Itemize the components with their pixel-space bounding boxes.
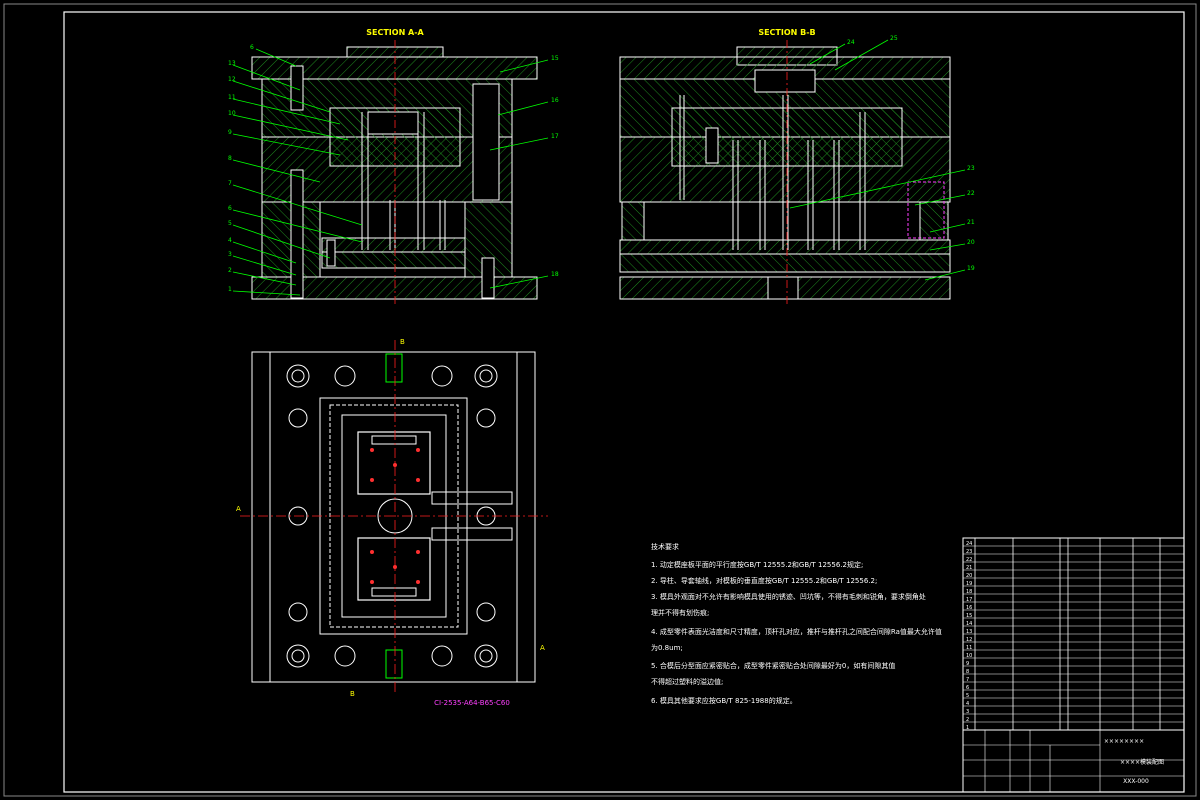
- bom-row-number: 21: [966, 565, 972, 571]
- aa-label: 5: [228, 220, 232, 227]
- aa-label: 6: [250, 44, 254, 51]
- aa-label: 10: [228, 110, 236, 117]
- aa-label: 16: [551, 97, 559, 104]
- tech-req-item: 6. 模具其他要求应按GB/T 825-1988的规定。: [651, 696, 797, 705]
- aa-label: 9: [228, 129, 232, 136]
- section-bb-view: SECTION B-B: [619, 28, 975, 305]
- section-aa-title: SECTION A-A: [366, 28, 424, 37]
- section-mark-b-bottom: B: [350, 690, 355, 698]
- cavity-lower: [357, 537, 431, 601]
- bom-row-number: 4: [966, 701, 969, 707]
- bom-row-number: 7: [966, 677, 969, 683]
- bottom-clamp-plate-aa: [251, 276, 538, 300]
- section-mark-b-top: B: [400, 338, 405, 346]
- bom-row-number: 1: [966, 725, 969, 731]
- leader-labels-bb: 24 25 23 22 21 20 19: [847, 35, 975, 272]
- drawing-code: XXX-000: [1123, 778, 1149, 785]
- section-mark-a-left: A: [236, 505, 241, 513]
- bom-row-number: 2: [966, 717, 969, 723]
- bom-row-number: 18: [966, 589, 972, 595]
- tech-req-item: 5. 合模后分型面应紧密贴合，成型零件紧密贴合处间隙最好为0，如有间隙其值: [651, 661, 895, 670]
- tech-req-item: 为0.8um;: [651, 643, 683, 652]
- leader-labels-left-aa: 6 13 12 11 10 9 8 7 6 5 4 3 2 1: [228, 44, 254, 293]
- drawing-border: [63, 11, 1185, 793]
- section-bb-title: SECTION B-B: [758, 28, 815, 37]
- bom-row-number: 15: [966, 613, 972, 619]
- aa-label: 8: [228, 155, 232, 162]
- title-block: ×××××××× ××××模装配图 XXX-000: [962, 729, 1185, 793]
- tech-req-heading: 技术要求: [651, 542, 679, 551]
- aa-label: 4: [228, 237, 232, 244]
- bill-of-materials: 24 23 22 21 20 19 18 17 16 15 14 13 12 1…: [962, 537, 1185, 731]
- bom-row-number: 17: [966, 597, 972, 603]
- bb-label: 21: [967, 219, 975, 226]
- ejector-retainer-aa: [321, 237, 466, 253]
- aa-label: 1: [228, 286, 232, 293]
- bom-row-number: 16: [966, 605, 972, 611]
- leader-labels-right-aa: 15 16 17 18: [551, 55, 559, 278]
- bom-row-number: 9: [966, 661, 969, 667]
- bom-row-number: 20: [966, 573, 972, 579]
- bom-row-number: 8: [966, 669, 969, 675]
- cavity-upper: [357, 431, 431, 495]
- bom-row-number: 14: [966, 621, 972, 627]
- bom-row-number: 22: [966, 557, 972, 563]
- bb-label: 20: [967, 239, 975, 246]
- aa-label: 13: [228, 60, 236, 67]
- bom-row-number: 6: [966, 685, 969, 691]
- tech-req-item: 不得超过塑料的溢边值;: [651, 677, 723, 686]
- aa-label: 2: [228, 267, 232, 274]
- bom-row-number: 13: [966, 629, 972, 635]
- tech-req-item: 理并不得有划伤痕;: [651, 608, 709, 617]
- technical-requirements: 技术要求 1. 动定模座板平面的平行度按GB/T 12555.2和GB/T 12…: [651, 542, 942, 705]
- drawing-name: ××××模装配图: [1120, 758, 1164, 766]
- bom-row-number: 23: [966, 549, 972, 555]
- section-aa-view: SECTION A-A: [228, 28, 559, 305]
- bom-row-number: 10: [966, 653, 972, 659]
- aa-label: 15: [551, 55, 559, 62]
- drawing-number: CI-2535-A64-B65-C60: [434, 699, 510, 707]
- tech-req-item: 1. 动定模座板平面的平行度按GB/T 12555.2和GB/T 12556.2…: [651, 560, 863, 569]
- plan-view: B B A A CI-2535-A64-B65-C60: [236, 338, 548, 707]
- aa-label: 12: [228, 76, 236, 83]
- ejector-plate-aa: [321, 251, 466, 269]
- bom-row-number: 3: [966, 709, 969, 715]
- bom-row-number: 11: [966, 645, 972, 651]
- bom-row-number: 19: [966, 581, 972, 587]
- bom-row-number: 12: [966, 637, 972, 643]
- bb-label: 23: [967, 165, 975, 172]
- tech-req-item: 3. 模具外观面对不允许有影响模具使用的锈迹、凹坑等，不得有毛刺和锐角，要求倒角…: [651, 592, 926, 601]
- bb-label: 19: [967, 265, 975, 272]
- company-name: ××××××××: [1104, 738, 1144, 745]
- aa-label: 11: [228, 94, 236, 101]
- section-mark-a-right: A: [540, 644, 545, 652]
- outer-sheet-frame: [3, 3, 1197, 797]
- aa-label: 18: [551, 271, 559, 278]
- bom-row-number: 5: [966, 693, 969, 699]
- tech-req-item: 4. 成型零件表面光洁度和尺寸精度，顶杆孔对应，推杆与推杆孔之间配合间隙Ra值最…: [651, 627, 942, 636]
- aa-label: 3: [228, 251, 232, 258]
- bb-label: 25: [890, 35, 898, 42]
- aa-label: 7: [228, 180, 232, 187]
- aa-label: 17: [551, 133, 559, 140]
- aa-label: 6: [228, 205, 232, 212]
- bb-label: 24: [847, 39, 855, 46]
- bom-row-number: 24: [966, 541, 972, 547]
- tech-req-item: 2. 导柱、导套轴线，对模板的垂直度按GB/T 12555.2和GB/T 125…: [651, 576, 877, 585]
- bb-label: 22: [967, 190, 975, 197]
